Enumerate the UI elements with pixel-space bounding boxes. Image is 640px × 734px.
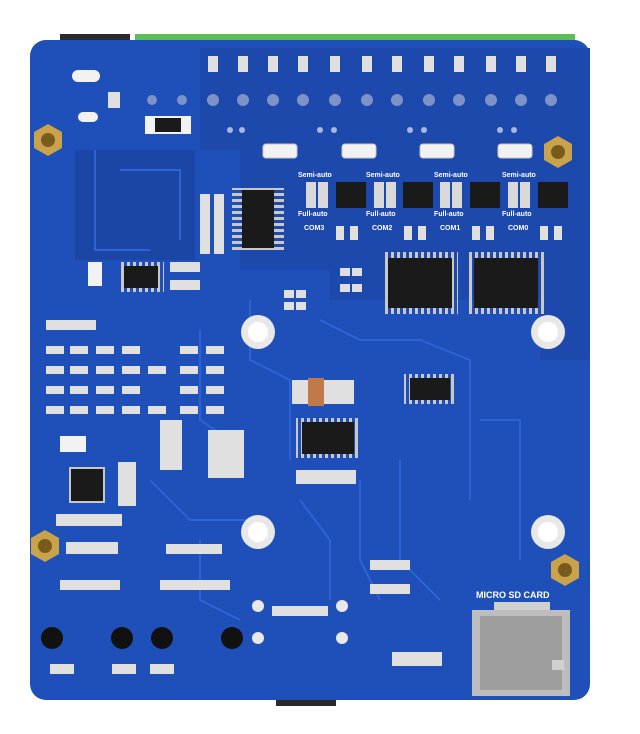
- micro-sd-slot: MICRO SD CARD: [472, 590, 570, 696]
- com0-label: COM0: [508, 225, 528, 232]
- com2-label: COM2: [372, 225, 392, 232]
- full-auto-label-com1: Full-auto: [434, 211, 464, 218]
- full-auto-label-com3: Full-auto: [298, 211, 328, 218]
- ssop-chips-pair: [284, 252, 544, 314]
- mounting-holes: [241, 315, 565, 549]
- soic-chip-left: [88, 262, 200, 292]
- micro-sd-label: MICRO SD CARD: [476, 590, 550, 600]
- semi-auto-label-com3: Semi-auto: [298, 172, 332, 179]
- lower-passives: [50, 544, 442, 674]
- com3-label: COM3: [304, 225, 324, 232]
- qfn-chip-left: [56, 436, 136, 554]
- upper-left-components: [72, 70, 191, 134]
- brass-standoffs: [31, 124, 579, 586]
- left-passive-grid: [46, 320, 224, 414]
- semi-auto-label-com1: Semi-auto: [434, 172, 468, 179]
- jumper-switch-area: Semi-auto Semi-auto Semi-auto Semi-auto …: [298, 172, 568, 240]
- top-component-row: [207, 56, 557, 159]
- center-chips: [160, 374, 456, 484]
- bottom-connector-edge: [276, 700, 336, 706]
- pcb-region-left: [75, 150, 195, 260]
- semi-auto-label-com0: Semi-auto: [502, 172, 536, 179]
- full-auto-label-com0: Full-auto: [502, 211, 532, 218]
- soic-chip-upper: [200, 188, 284, 254]
- full-auto-label-com2: Full-auto: [366, 211, 396, 218]
- semi-auto-label-com2: Semi-auto: [366, 172, 400, 179]
- com1-label: COM1: [440, 225, 460, 232]
- bottom-leds: [41, 600, 348, 649]
